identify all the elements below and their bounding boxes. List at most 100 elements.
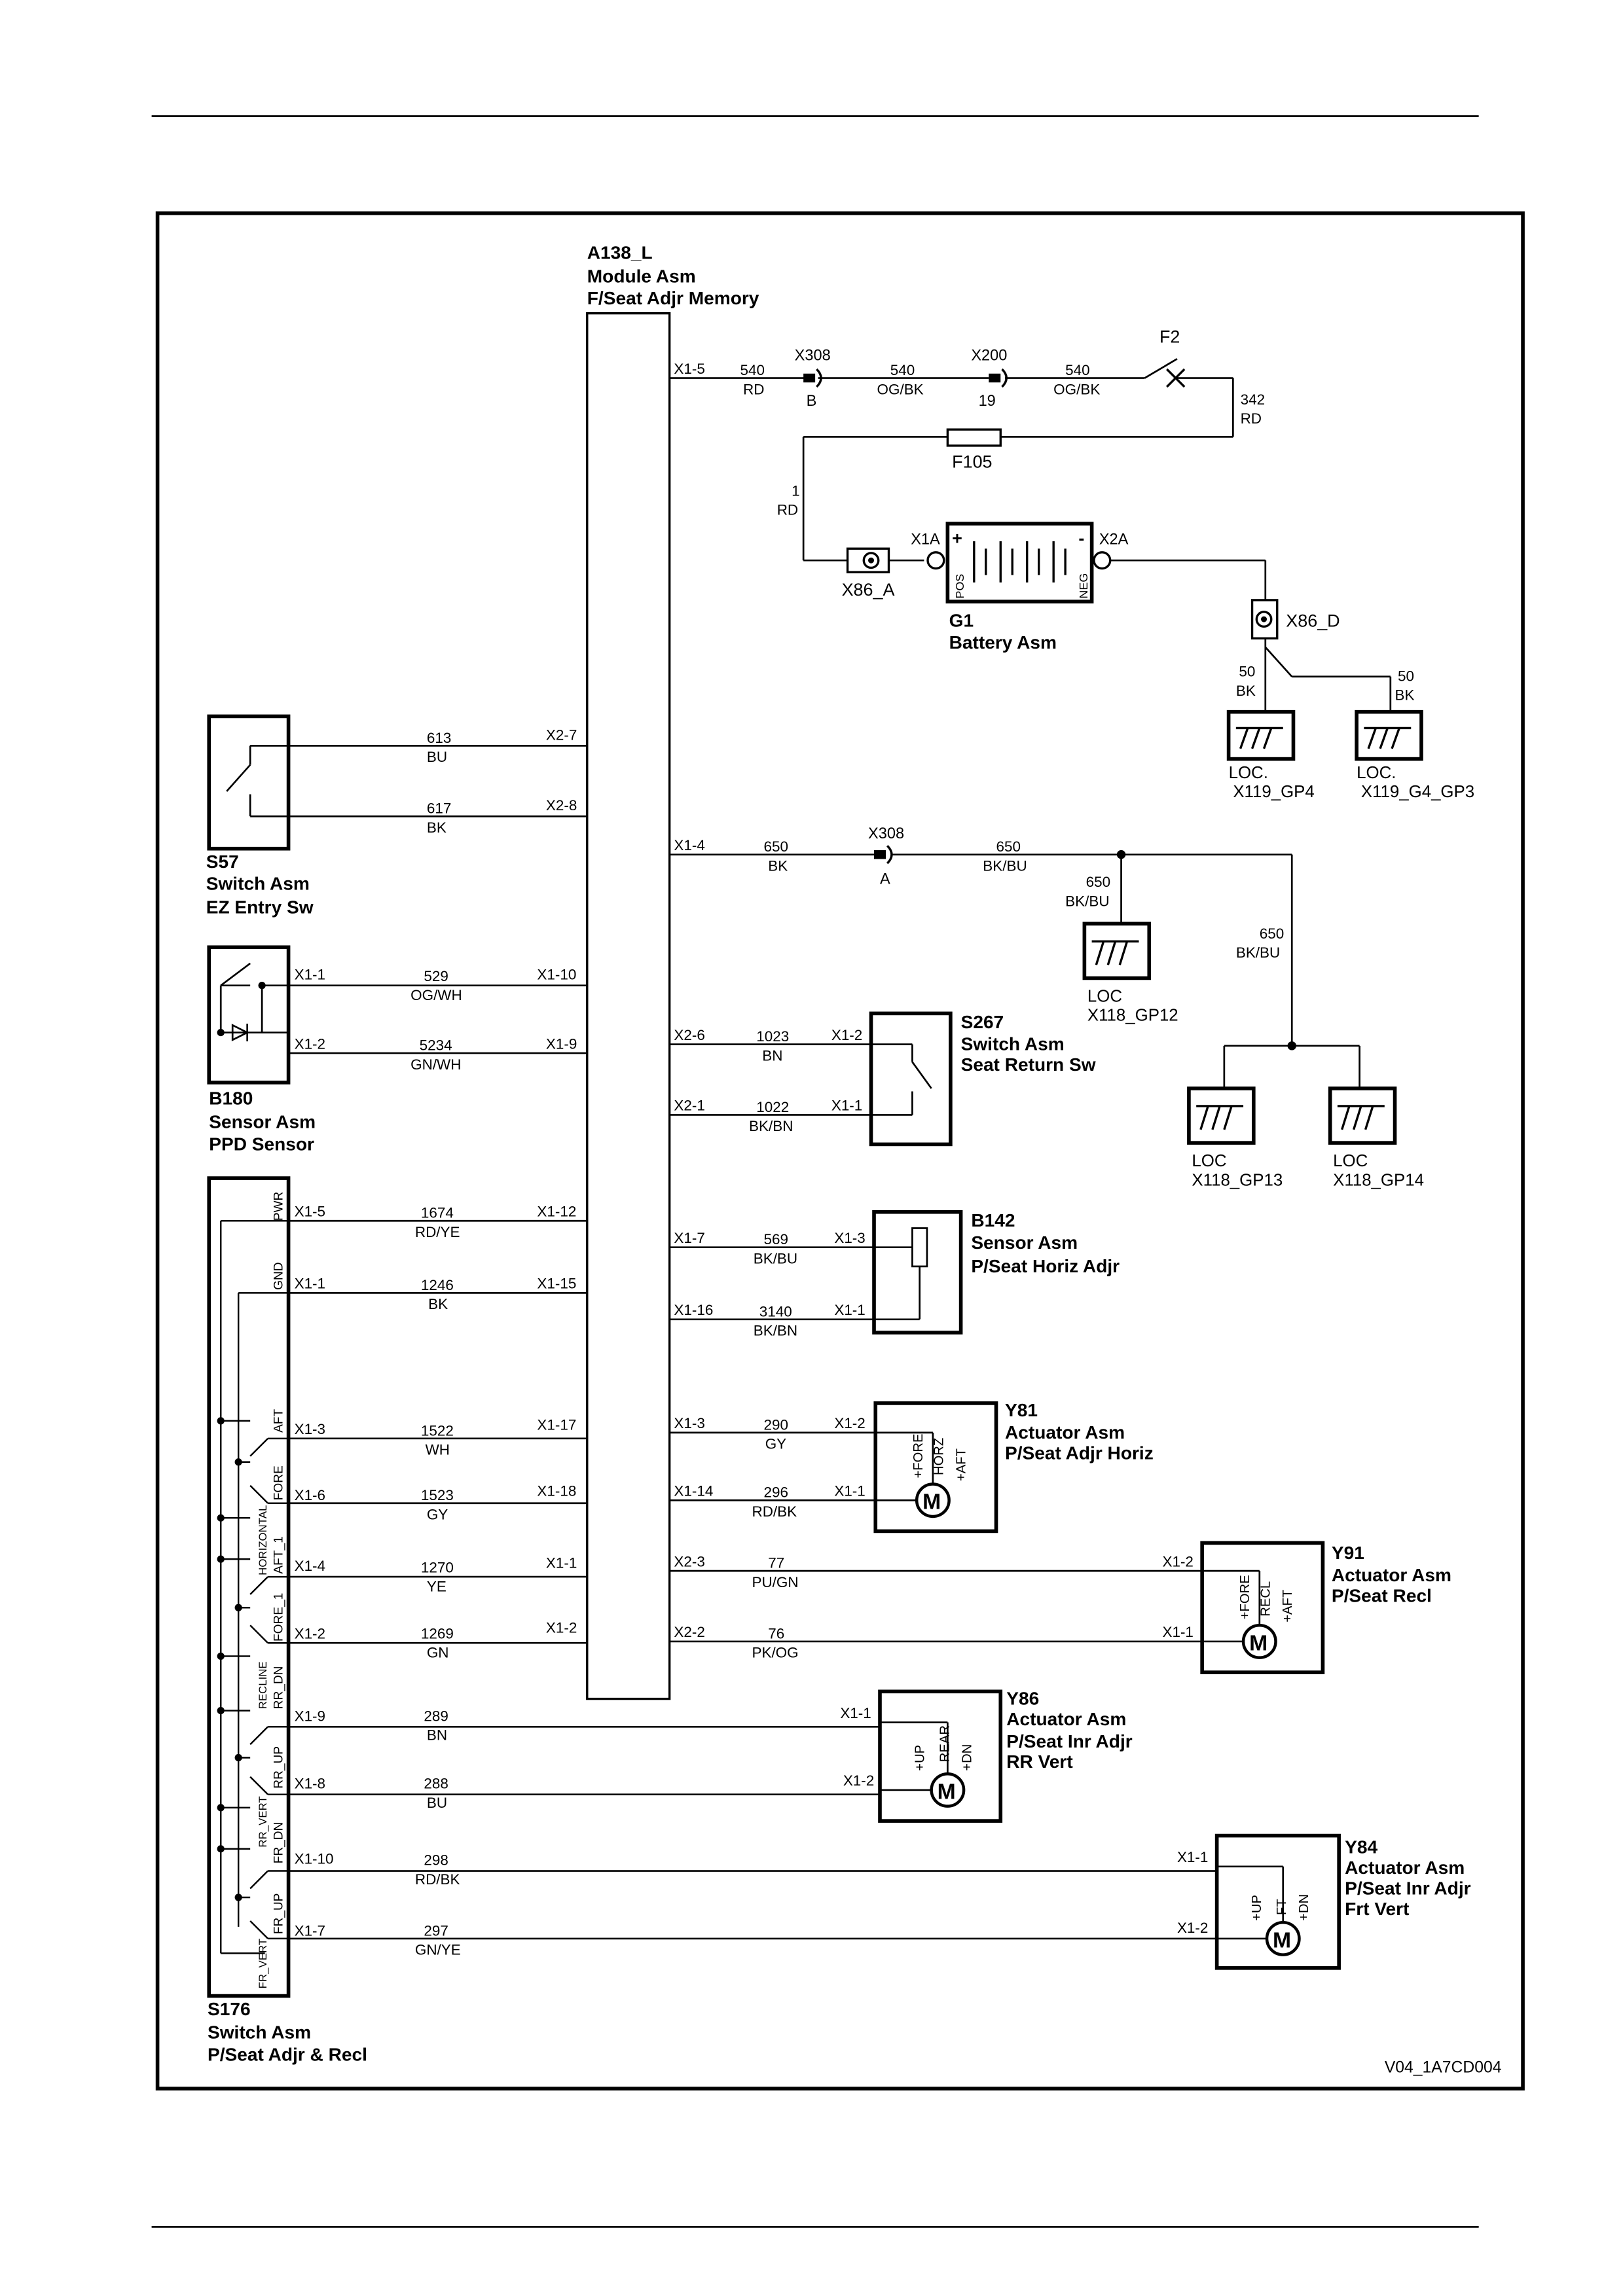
wire-613-color: BU <box>427 749 447 765</box>
terminal-x86a-ref: X86_A <box>842 580 895 600</box>
sensor-b180-internals <box>219 962 289 1042</box>
actuator-y81-ref: Y81 <box>1005 1400 1038 1420</box>
wire-5234-num: 5234 <box>420 1037 452 1054</box>
wire-297-pin-comp: X1-7 <box>295 1922 325 1939</box>
s176-label-fr-vert: FR_VERT <box>257 1939 269 1988</box>
wire-1023-pin-comp: X1-2 <box>831 1027 862 1043</box>
actuator-y91-bot: +AFT <box>1281 1590 1295 1623</box>
s176-label-gnd: GND <box>272 1262 286 1289</box>
ground-650-circuit <box>669 853 1360 1088</box>
actuator-y84-m: M <box>1273 1928 1291 1952</box>
module-a138-name: Module Asm <box>587 266 696 286</box>
wire-650c-color: BK/BU <box>1065 893 1109 909</box>
actuator-y84-leads <box>1216 1865 1285 1940</box>
terminal-x86a-ring <box>862 552 880 569</box>
wire-613-pin: X2-7 <box>546 726 577 743</box>
sensor-b180-ref: B180 <box>209 1088 253 1109</box>
wire-288-pin-end: X1-2 <box>843 1772 874 1789</box>
switch-s267-desc: Seat Return Sw <box>961 1054 1096 1075</box>
switch-s57-ref: S57 <box>206 852 239 872</box>
wire-1269-pin-module: X1-2 <box>546 1619 577 1636</box>
splice-650-a <box>1116 850 1126 859</box>
actuator-y86-m: M <box>938 1779 956 1804</box>
ground-gp14-id: X118_GP14 <box>1333 1171 1424 1189</box>
wire-1023-num: 1023 <box>756 1028 789 1045</box>
switch-s57-contact <box>226 745 289 817</box>
wire-650b-num: 650 <box>996 838 1021 855</box>
wire-1523-pin-module: X1-18 <box>537 1482 576 1499</box>
switch-s267-contact <box>871 1043 932 1116</box>
wire-650d-num: 650 <box>1260 925 1284 942</box>
wire-289-pin-comp: X1-9 <box>295 1708 325 1724</box>
wire-1270-num: 1270 <box>421 1559 454 1575</box>
connector-x200 <box>989 373 1001 383</box>
s176-label-rr-vert: RR_VERT <box>257 1796 269 1847</box>
wire-289-pin-end: X1-1 <box>840 1705 871 1721</box>
wire-540b-num: 540 <box>890 362 915 378</box>
switch-s176-desc: P/Seat Adjr & Recl <box>208 2044 367 2064</box>
connector-x308-b-ref: X308 <box>795 347 831 364</box>
fusible-f2-ref: F2 <box>1159 327 1180 347</box>
actuator-y84-motor <box>1265 1920 1301 1956</box>
splice-650-b <box>1287 1041 1296 1050</box>
wire-296-num: 296 <box>763 1484 788 1501</box>
actuator-y91-m: M <box>1249 1630 1267 1655</box>
wire-650b-color: BK/BU <box>983 857 1027 874</box>
wire-288-num: 288 <box>424 1776 448 1792</box>
battery-g1-cells <box>973 541 1067 583</box>
wire-5234-color: GN/WH <box>410 1056 461 1073</box>
wire-1269-color: GN <box>427 1645 449 1661</box>
wire-529-color: OG/WH <box>410 987 462 1003</box>
actuator-y86-bot: +DN <box>960 1744 974 1771</box>
battery-g1-box <box>945 522 1094 603</box>
wire-1246-color: BK <box>428 1296 448 1312</box>
wire-1523-color: GY <box>427 1506 448 1522</box>
wire-297-pin-end: X1-2 <box>1177 1920 1208 1936</box>
s176-label-horizontal: HORIZONTAL <box>257 1505 269 1575</box>
sensor-b142-name: Sensor Asm <box>971 1232 1078 1253</box>
wire-289-color: BN <box>427 1727 447 1744</box>
connector-x200-socket <box>1001 368 1008 388</box>
wire-1522-num: 1522 <box>421 1422 454 1439</box>
switch-s267-ref: S267 <box>961 1012 1004 1032</box>
switch-s176-box <box>207 1176 291 1998</box>
ground-gp12-loc: LOC <box>1087 987 1122 1005</box>
wire-50b-color: BK <box>1395 687 1415 704</box>
wire-289-num: 289 <box>424 1708 448 1724</box>
wire-1246-pin-comp: X1-1 <box>295 1276 325 1292</box>
battery-g1-pin-b: X2A <box>1099 530 1129 547</box>
wire-1270-color: YE <box>427 1579 447 1595</box>
wire-1523-pin-comp: X1-6 <box>295 1487 325 1503</box>
actuator-y84-mid: FT <box>1275 1899 1289 1915</box>
ground-gp4-loc: LOC. <box>1229 764 1268 782</box>
ground-gp13-loc: LOC <box>1192 1152 1226 1170</box>
actuator-y81-bot: +AFT <box>954 1448 968 1481</box>
actuator-y84-desc: P/Seat Inr Adjr <box>1345 1878 1471 1898</box>
wire-1246-num: 1246 <box>421 1277 454 1293</box>
wire-296-pin-comp: X1-1 <box>834 1482 865 1499</box>
ground-gp3-id: X119_G4_GP3 <box>1361 783 1474 801</box>
wire-1022-pin-module: X2-1 <box>674 1098 704 1114</box>
ground-gp12-id: X118_GP12 <box>1087 1007 1178 1025</box>
drawing-id: V04_1A7CD004 <box>1385 2058 1502 2076</box>
switch-s176-name: Switch Asm <box>208 2022 311 2043</box>
sensor-b142-ref: B142 <box>971 1210 1015 1230</box>
battery-g1-post-neg <box>1093 551 1112 570</box>
connector-x308-a-ref: X308 <box>868 825 904 842</box>
battery-g1-name: Battery Asm <box>949 632 1057 653</box>
wire-540c-color: OG/BK <box>1053 381 1100 397</box>
s176-label-pwr: PWR <box>272 1192 286 1221</box>
wire-540c-num: 540 <box>1065 362 1090 378</box>
fusible-f2-cross-b <box>1166 368 1186 388</box>
wire-50a-color: BK <box>1236 683 1256 699</box>
fuse-f105-ref: F105 <box>952 452 992 472</box>
wire-613-num: 613 <box>427 730 452 746</box>
actuator-y81-name: Actuator Asm <box>1005 1422 1125 1443</box>
s176-wires <box>288 1219 1217 1940</box>
actuator-y91-motor <box>1241 1623 1277 1659</box>
switch-s57-box <box>207 714 291 851</box>
battery-feed-circuit <box>669 358 1392 712</box>
wire-288-pin-comp: X1-8 <box>295 1776 325 1792</box>
switch-s57-desc: EZ Entry Sw <box>206 897 314 918</box>
